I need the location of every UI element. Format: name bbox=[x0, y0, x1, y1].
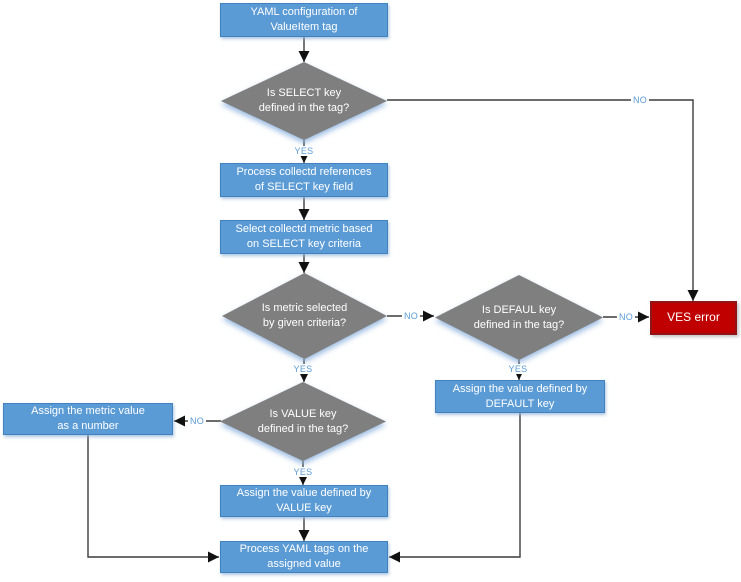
connector-metricnumber-to-processtags bbox=[87, 435, 219, 563]
node-ves-error: VES error bbox=[650, 301, 737, 335]
connector-defaultkey-to-processtags bbox=[389, 413, 521, 563]
decision-select-key-text: Is SELECT key defined in the tag? bbox=[221, 62, 387, 140]
edge-label-select-no: NO bbox=[630, 95, 650, 105]
edge-label-metric-yes: YES bbox=[291, 364, 315, 374]
edge-label-select-yes: YES bbox=[292, 146, 316, 156]
edge-label-metric-no: NO bbox=[401, 311, 421, 321]
node-select-collectd-metric: Select collectd metric based on SELECT k… bbox=[220, 220, 388, 254]
node-assign-default-key: Assign the value defined by DEFAULT key bbox=[435, 380, 605, 413]
decision-value-key: Is VALUE key defined in the tag? bbox=[220, 382, 386, 461]
node-process-yaml-tags: Process YAML tags on the assigned value bbox=[220, 541, 388, 573]
connector-select-no-to-ves bbox=[387, 99, 699, 301]
decision-metric-selected: Is metric selected by given criteria? bbox=[222, 273, 387, 359]
edge-label-default-no: NO bbox=[616, 312, 636, 322]
decision-default-key-text: Is DEFAUL key defined in the tag? bbox=[435, 275, 603, 360]
node-start: YAML configuration of ValueItem tag bbox=[220, 3, 388, 37]
decision-value-key-text: Is VALUE key defined in the tag? bbox=[220, 382, 386, 461]
edge-label-value-no: NO bbox=[187, 416, 207, 426]
node-assign-value-key: Assign the value defined by VALUE key bbox=[220, 485, 388, 517]
node-process-collectd-references: Process collectd references of SELECT ke… bbox=[220, 163, 388, 197]
node-assign-metric-number: Assign the metric value as a number bbox=[3, 403, 173, 435]
edge-label-default-yes: YES bbox=[506, 364, 530, 374]
decision-metric-selected-text: Is metric selected by given criteria? bbox=[222, 273, 387, 359]
decision-select-key: Is SELECT key defined in the tag? bbox=[221, 62, 387, 140]
edge-label-value-yes: YES bbox=[291, 467, 315, 477]
decision-default-key: Is DEFAUL key defined in the tag? bbox=[435, 275, 603, 360]
